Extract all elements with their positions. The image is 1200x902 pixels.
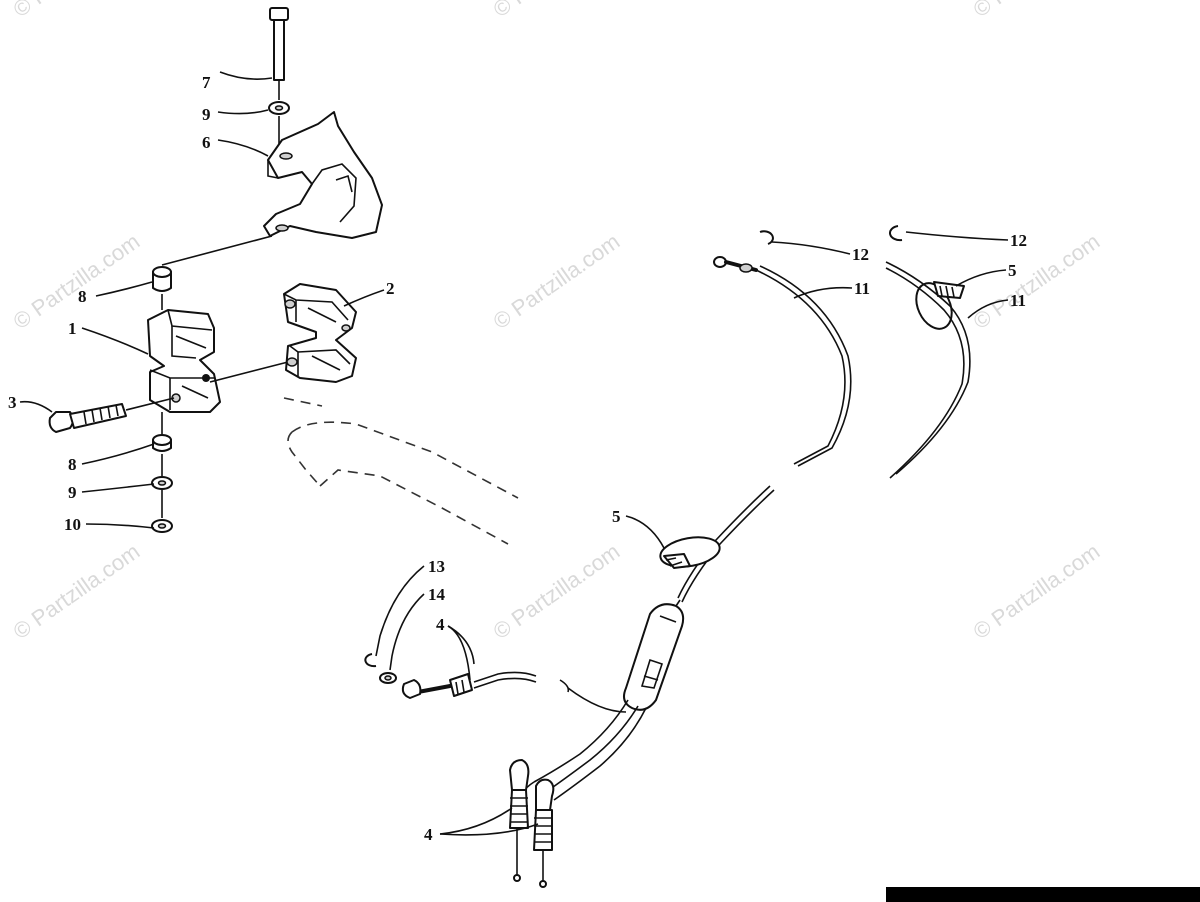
callout-2: 2 xyxy=(386,279,395,298)
watermark-6: © Partzilla.com xyxy=(969,539,1105,645)
part-2-clamp xyxy=(283,283,357,383)
part-6-bracket xyxy=(161,111,383,266)
callout-8-bottom: 8 xyxy=(68,455,77,474)
watermark-2: © Partzilla.com xyxy=(489,229,625,335)
callout-5-lower: 5 xyxy=(612,507,621,526)
callout-11-right: 11 xyxy=(1010,291,1026,310)
part-12-clip-right xyxy=(889,225,903,242)
callouts: 7 9 6 8 2 1 3 8 9 10 12 11 12 5 11 5 13 … xyxy=(8,73,1027,844)
callout-13: 13 xyxy=(428,557,445,576)
callout-14: 14 xyxy=(428,585,446,604)
callout-10: 10 xyxy=(64,515,81,534)
callout-5-right: 5 xyxy=(1008,261,1017,280)
watermark-3: © Partzilla.com xyxy=(969,229,1105,335)
part-5-tie-lower xyxy=(659,536,721,569)
footer-bar xyxy=(886,887,1200,902)
handlebar-phantom xyxy=(283,397,519,545)
part-8-spacer-bottom xyxy=(152,412,172,452)
part-11-cable-right xyxy=(885,261,971,479)
callout-1: 1 xyxy=(68,319,77,338)
callout-4-lower: 4 xyxy=(424,825,433,844)
part-1-block xyxy=(147,309,289,413)
callout-9-top: 9 xyxy=(202,105,211,124)
leader-lines xyxy=(19,71,1009,836)
part-8-spacer-top xyxy=(152,266,172,310)
part-9-washer-top xyxy=(268,101,290,150)
watermark-7: © Partzilla.com xyxy=(489,0,625,22)
callout-12-right: 12 xyxy=(1010,231,1027,250)
part-4-cable-end-left xyxy=(401,671,627,713)
callout-7: 7 xyxy=(202,73,211,92)
callout-6: 6 xyxy=(202,133,211,152)
cable-junction xyxy=(533,599,685,801)
watermark-4: © Partzilla.com xyxy=(9,539,145,645)
watermark-8: © Partzilla.com xyxy=(969,0,1105,22)
watermark-5: © Partzilla.com xyxy=(489,539,625,645)
part-7-bolt xyxy=(269,7,289,100)
part-11-cable-left xyxy=(677,256,852,603)
part-14-washer xyxy=(379,672,397,684)
callout-8-top: 8 xyxy=(78,287,87,306)
part-13-eclip xyxy=(364,653,377,668)
callout-11-left: 11 xyxy=(854,279,870,298)
part-9-washer-bottom xyxy=(151,454,173,490)
callout-4-left: 4 xyxy=(436,615,445,634)
callout-3: 3 xyxy=(8,393,17,412)
callout-9-bottom: 9 xyxy=(68,483,77,502)
part-10-lockwasher xyxy=(151,490,173,533)
part-12-clip-left xyxy=(759,230,774,245)
part-3-screw xyxy=(48,397,175,433)
watermark-9: © Partzilla.com xyxy=(9,0,145,22)
part-4-cable-end-lower xyxy=(509,759,555,888)
callout-12-left: 12 xyxy=(852,245,869,264)
